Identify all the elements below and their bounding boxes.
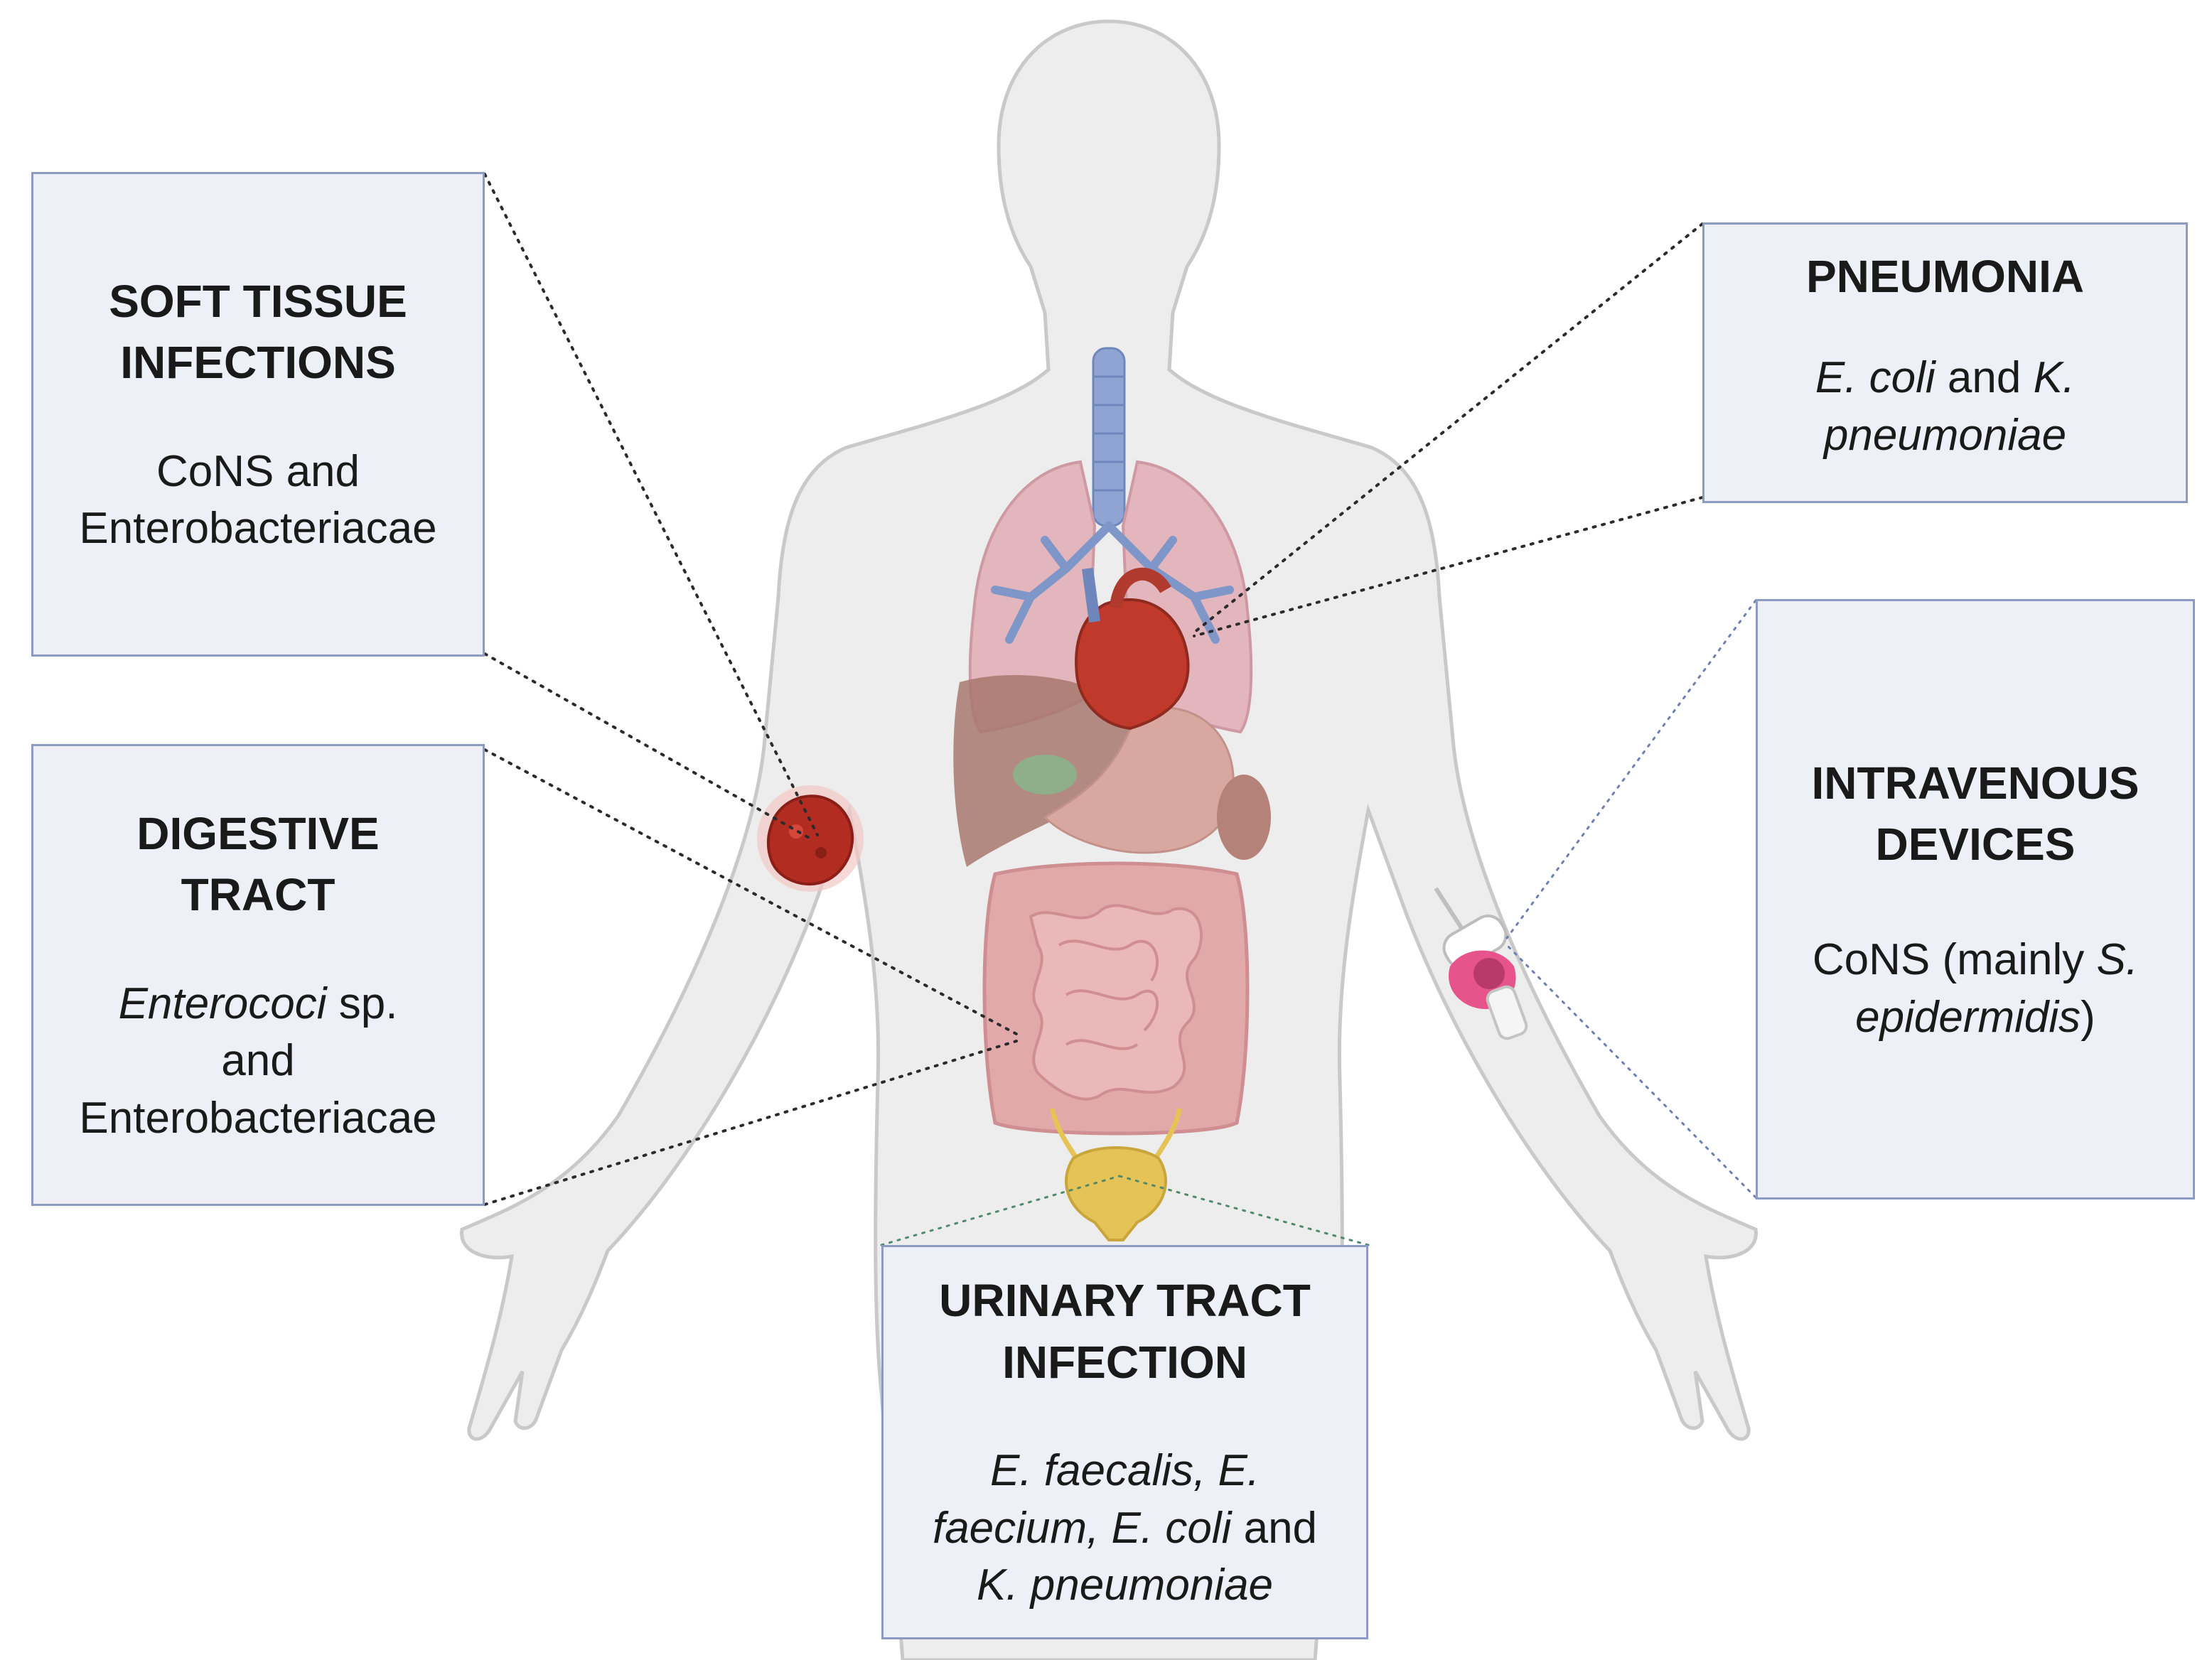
digestive-tract-box: DIGESTIVE TRACT Enterococi sp. and Enter… (31, 744, 485, 1206)
digestive-pathogens: Enterococi sp. and Enterobacteriacae (79, 976, 436, 1148)
heart (1075, 598, 1190, 731)
urinary-pathogens-line-1: E. faecalis, E. (989, 1446, 1260, 1495)
pneumonia-box: PNEUMONIA E. coli and K. pneumoniae (1702, 222, 2188, 503)
pneumonia-pathogen-ecoli: E. coli (1815, 353, 1936, 403)
digestive-pathogens-and: and (221, 1036, 295, 1086)
urinary-pathogens-line-2: faecium, E. coli (932, 1503, 1232, 1553)
leader-urinary-right (1118, 1175, 1370, 1246)
trachea (1092, 347, 1126, 527)
leader-soft-tissue-bottom (483, 652, 812, 840)
intravenous-pathogens-close: ) (2081, 992, 2095, 1042)
organs (953, 347, 1271, 1241)
leader-digestive-top (483, 748, 1018, 1035)
digestive-title-line-1: DIGESTIVE (136, 807, 380, 859)
intravenous-title: INTRAVENOUS DEVICES (1811, 753, 2139, 875)
iv-catheter-icon (1434, 887, 1528, 1040)
leader-urinary-left (880, 1175, 1121, 1246)
intravenous-pathogen-s: S. (2096, 935, 2139, 985)
trachea-rings (1093, 375, 1124, 492)
digestive-title: DIGESTIVE TRACT (136, 803, 379, 926)
urinary-title-line-1: URINARY TRACT (939, 1275, 1311, 1327)
intravenous-title-line-2: DEVICES (1875, 818, 2076, 870)
pneumonia-title-line-1: PNEUMONIA (1805, 251, 2085, 302)
leader-digestive-bottom (483, 1040, 1018, 1206)
digestive-pathogens-line-3: Enterobacteriacae (79, 1093, 437, 1143)
soft-tissue-pathogens-line-1: CoNS and (156, 446, 360, 496)
pneumonia-pathogens: E. coli and K. pneumoniae (1815, 350, 2075, 464)
soft-tissue-pathogens: CoNS and Enterobacteriacae (79, 443, 436, 558)
intravenous-pathogen-epidermidis: epidermidis (1855, 992, 2081, 1042)
vena-cava (1082, 567, 1100, 623)
digestive-pathogens-sp: sp. (326, 979, 398, 1028)
intravenous-devices-box: INTRAVENOUS DEVICES CoNS (mainly S. epid… (1756, 599, 2195, 1200)
leader-soft-tissue-top (483, 173, 819, 836)
soft-tissue-infections-box: SOFT TISSUE INFECTIONS CoNS and Enteroba… (31, 172, 485, 657)
intravenous-pathogens-cons: CoNS (mainly (1812, 935, 2097, 985)
soft-tissue-title-line-1: SOFT TISSUE (109, 276, 407, 328)
gallbladder (1013, 755, 1077, 794)
leader-pneumonia-top (1193, 222, 1704, 634)
pneumonia-pathogens-and: and (1935, 353, 2034, 403)
urinary-title-line-2: INFECTION (1002, 1336, 1247, 1388)
intestine-folds (1058, 939, 1159, 1050)
pneumonia-title: PNEUMONIA (1806, 246, 2084, 307)
urinary-pathogens: E. faecalis, E. faecium, E. coli and K. … (933, 1443, 1317, 1615)
leader-iv-top (1505, 599, 1757, 939)
pneumonia-pathogen-k: K. (2033, 353, 2076, 403)
digestive-title-line-2: TRACT (181, 869, 335, 921)
soft-tissue-title: SOFT TISSUE INFECTIONS (109, 271, 407, 394)
pneumonia-pathogen-pneumoniae: pneumoniae (1823, 410, 2067, 460)
soft-tissue-title-line-2: INFECTIONS (120, 337, 396, 389)
urinary-tract-infection-box: URINARY TRACT INFECTION E. faecalis, E. … (881, 1245, 1368, 1639)
aorta (1110, 567, 1171, 609)
leader-lines (483, 173, 1757, 1246)
soft-tissue-pathogens-line-2: Enterobacteriacae (79, 504, 437, 554)
intravenous-title-line-1: INTRAVENOUS (1811, 757, 2139, 809)
bladder (1065, 1146, 1167, 1241)
stomach (1043, 706, 1235, 854)
urinary-title: URINARY TRACT INFECTION (939, 1270, 1311, 1393)
soft-tissue-wound-icon (757, 785, 864, 892)
bronchi (991, 522, 1234, 644)
leader-iv-bottom (1505, 944, 1757, 1199)
digestive-pathogens-genus: Enterococi (118, 979, 327, 1028)
small-intestine (1029, 904, 1203, 1101)
urinary-pathogens-line-3: K. pneumoniae (976, 1561, 1274, 1610)
intravenous-pathogens: CoNS (mainly S. epidermidis) (1813, 932, 2138, 1046)
urinary-pathogens-and: and (1231, 1503, 1318, 1553)
spleen (1217, 775, 1271, 860)
